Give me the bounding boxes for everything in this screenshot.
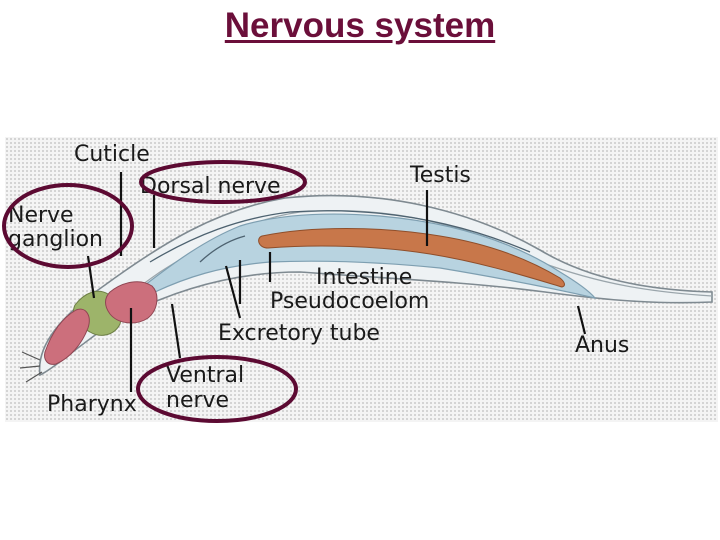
label-ganglion: ganglion xyxy=(8,227,103,252)
excretory-tube-line xyxy=(199,235,246,263)
leader-excretory xyxy=(224,265,242,319)
label-testis: Testis xyxy=(409,163,471,188)
testis-band xyxy=(258,228,565,288)
mouth-bristles xyxy=(19,351,43,383)
slide-title: Nervous system xyxy=(224,6,496,45)
label-ventral: Ventral xyxy=(166,363,244,388)
leader-ventral-nerve xyxy=(170,303,182,359)
label-pseudocoelom: Pseudocoelom xyxy=(270,289,429,314)
highlight-dorsal-nerve xyxy=(139,160,307,204)
label-nerve: Nerve xyxy=(8,203,74,228)
label-pharynx: Pharynx xyxy=(47,392,137,417)
pharynx-bulb-shape xyxy=(105,281,158,324)
pharynx-shape xyxy=(44,308,90,365)
highlight-ventral-nerve xyxy=(136,355,298,423)
label-cuticle: Cuticle xyxy=(74,142,150,167)
dorsal-nerve-line xyxy=(149,210,531,263)
label-ventral-nerve: nerve xyxy=(166,388,229,413)
worm-body-outline xyxy=(38,194,713,377)
label-excretory-tube: Excretory tube xyxy=(218,321,380,346)
pseudocoelom-region xyxy=(143,213,597,299)
highlight-rings xyxy=(2,160,307,423)
leader-anus xyxy=(576,305,587,335)
highlight-nerve-ganglion xyxy=(2,183,134,269)
label-anus: Anus xyxy=(575,333,629,358)
label-intestine: Intestine xyxy=(316,265,412,290)
